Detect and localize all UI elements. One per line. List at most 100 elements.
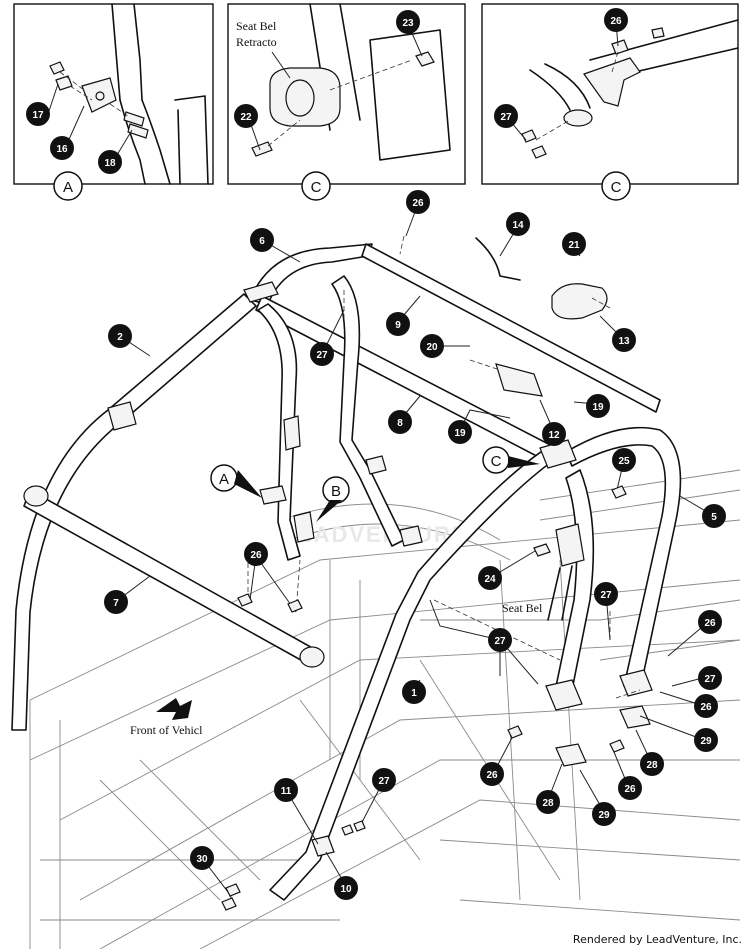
seat-belt-retractor-label-line2: Retracto: [236, 35, 277, 49]
callout-26-lower-1: 26: [480, 762, 504, 786]
callout-25: 25: [612, 448, 636, 472]
svg-text:12: 12: [548, 430, 560, 441]
callout-10: 10: [334, 876, 358, 900]
svg-text:27: 27: [704, 674, 716, 685]
callout-27-right: 27: [698, 666, 722, 690]
detail-a-circle: [53, 171, 83, 201]
svg-text:26: 26: [486, 770, 498, 781]
seat-belt-label: Seat Bel: [502, 601, 543, 615]
callout-1: 1: [402, 680, 426, 704]
svg-text:23: 23: [402, 18, 414, 29]
svg-text:7: 7: [113, 598, 119, 609]
callout-6: 6: [250, 228, 274, 252]
detail-a-letter: A: [63, 179, 73, 196]
callout-26-lower-2: 26: [618, 776, 642, 800]
svg-text:29: 29: [598, 810, 610, 821]
callout-27-detail-c: 27: [494, 104, 518, 128]
detail-c-circle: [601, 171, 631, 201]
callout-16: 16: [50, 136, 74, 160]
svg-text:19: 19: [592, 402, 604, 413]
callout-11: 11: [274, 778, 298, 802]
detail-c-letter: C: [611, 179, 622, 196]
svg-text:28: 28: [542, 798, 554, 809]
callout-14: 14: [506, 212, 530, 236]
svg-text:27: 27: [500, 112, 512, 123]
svg-text:26: 26: [250, 550, 262, 561]
callout-26-detail-c: 26: [604, 8, 628, 32]
svg-text:B: B: [331, 483, 341, 500]
svg-text:27: 27: [600, 590, 612, 601]
callout-26-right-1: 26: [698, 610, 722, 634]
svg-text:25: 25: [618, 456, 630, 467]
detail-ref-a: A: [210, 464, 262, 498]
callout-27-bottom: 27: [372, 768, 396, 792]
svg-text:26: 26: [412, 198, 424, 209]
callout-30: 30: [190, 846, 214, 870]
svg-text:19: 19: [454, 428, 466, 439]
callout-26-left: 26: [244, 542, 268, 566]
callout-12: 12: [542, 422, 566, 446]
front-of-vehicle-arrow: [156, 698, 192, 720]
svg-text:27: 27: [316, 350, 328, 361]
detail-panel-b: Seat Bel Retracto C: [227, 3, 466, 201]
callout-26-right-2: 26: [694, 694, 718, 718]
svg-text:21: 21: [568, 240, 580, 251]
svg-text:9: 9: [395, 320, 401, 331]
svg-text:5: 5: [711, 512, 717, 523]
callout-27-right-upper: 27: [594, 582, 618, 606]
svg-text:18: 18: [104, 158, 116, 169]
callout-5: 5: [702, 504, 726, 528]
detail-b-letter: C: [311, 179, 322, 196]
svg-text:C: C: [491, 453, 502, 470]
callout-2: 2: [108, 324, 132, 348]
svg-text:26: 26: [624, 784, 636, 795]
svg-text:A: A: [219, 471, 229, 488]
callout-8: 8: [388, 410, 412, 434]
svg-text:26: 26: [700, 702, 712, 713]
callout-18: 18: [98, 150, 122, 174]
callout-24: 24: [478, 566, 502, 590]
svg-text:28: 28: [646, 760, 658, 771]
detail-ref-b: B: [316, 476, 350, 522]
svg-text:1: 1: [411, 688, 417, 699]
detail-ref-c: C: [482, 446, 540, 474]
svg-text:2: 2: [117, 332, 123, 343]
callout-9: 9: [386, 312, 410, 336]
roll-cage: [11, 235, 682, 901]
callout-26-top: 26: [406, 190, 430, 214]
svg-text:20: 20: [426, 342, 438, 353]
svg-text:29: 29: [700, 736, 712, 747]
callout-21: 21: [562, 232, 586, 256]
callout-22: 22: [234, 104, 258, 128]
callout-19-right: 19: [586, 394, 610, 418]
callout-13: 13: [612, 328, 636, 352]
svg-text:30: 30: [196, 854, 208, 865]
svg-text:10: 10: [340, 884, 352, 895]
svg-text:14: 14: [512, 220, 524, 231]
svg-text:16: 16: [56, 144, 68, 155]
svg-text:26: 26: [610, 16, 622, 27]
callout-20: 20: [420, 334, 444, 358]
svg-text:27: 27: [494, 636, 506, 647]
svg-text:11: 11: [281, 786, 292, 797]
detail-panel-c: C: [481, 3, 739, 201]
callout-28-right: 28: [640, 752, 664, 776]
svg-text:24: 24: [484, 574, 496, 585]
svg-text:8: 8: [397, 418, 403, 429]
front-of-vehicle-label: Front of Vehicl: [130, 723, 203, 737]
callout-7: 7: [104, 590, 128, 614]
seat-belt-retractor-label-line1: Seat Bel: [236, 19, 277, 33]
callout-27-center: 27: [488, 628, 512, 652]
footer-credit: Rendered by LeadVenture, Inc.: [573, 933, 742, 946]
callout-28-lower: 28: [536, 790, 560, 814]
svg-text:6: 6: [259, 236, 265, 247]
callout-29-right: 29: [694, 728, 718, 752]
callout-29-lower: 29: [592, 802, 616, 826]
svg-text:13: 13: [618, 336, 630, 347]
svg-text:17: 17: [32, 110, 44, 121]
svg-text:26: 26: [704, 618, 716, 629]
detail-b-circle: [301, 171, 331, 201]
callout-23: 23: [396, 10, 420, 34]
callout-27-upper: 27: [310, 342, 334, 366]
